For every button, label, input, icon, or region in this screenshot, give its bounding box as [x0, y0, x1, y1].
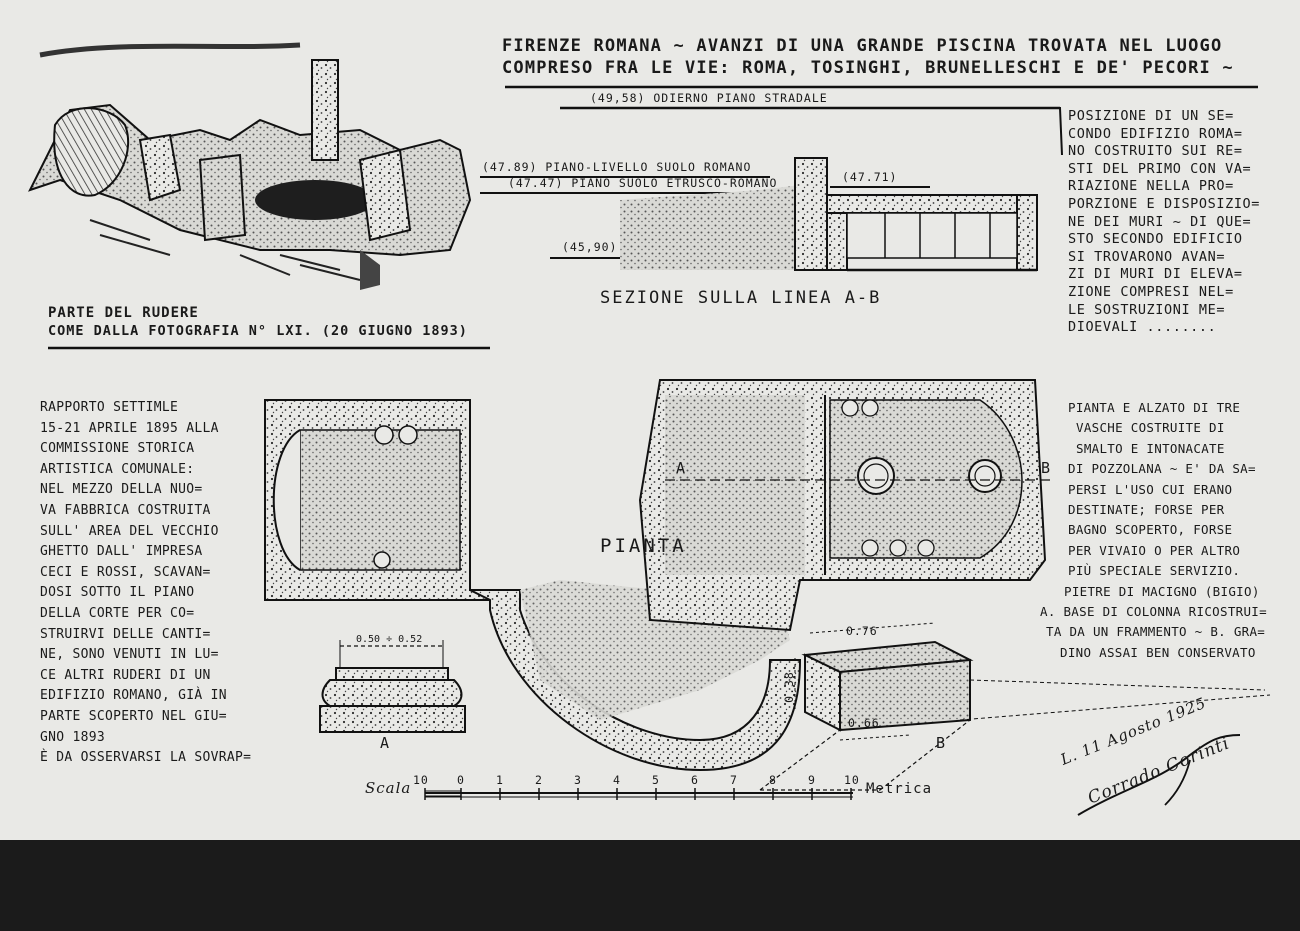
right-bottom-line: PIÙ SPECIALE SERVIZIO.: [1068, 563, 1241, 579]
left-text-line: NEL MEZZO DELLA NUO=: [40, 482, 203, 498]
scale-tick-label: 1: [496, 773, 504, 787]
left-text-line: È DA OSSERVARSI LA SOVRAP=: [40, 750, 252, 766]
right-top-line: NE DEI MURI ~ DI QUE=: [1068, 213, 1252, 230]
right-top-line: NO COSTRUITO SUI RE=: [1068, 143, 1243, 160]
right-top-line: CONDO EDIFIZIO ROMA=: [1068, 125, 1243, 142]
right-bottom-line: DI POZZOLANA ~ E' DA SA=: [1068, 461, 1256, 477]
right-bottom-line: PIANTA E ALZATO DI TRE: [1068, 400, 1241, 415]
scale-bar: [424, 788, 853, 800]
left-text-line: DOSI SOTTO IL PIANO: [40, 585, 195, 601]
left-text-line: 15-21 APRILE 1895 ALLA: [40, 420, 219, 436]
sketch-caption-line-2: COME DALLA FOTOGRAFIA N° LXI. (20 GIUGNO…: [48, 323, 468, 339]
section-drawing: [480, 106, 1063, 272]
left-text-line: GHETTO DALL' IMPRESA: [40, 544, 203, 560]
plan-marker-a: A: [676, 459, 687, 477]
right-bottom-line: TA DA UN FRAMMENTO ~ B. GRA=: [1046, 624, 1266, 640]
title-line-1: FIRENZE ROMANA ~ AVANZI DI UNA GRANDE PI…: [502, 36, 1223, 56]
scale-tick-label: 3: [574, 773, 582, 787]
left-text-line: VA FABBRICA COSTRUITA: [40, 502, 211, 518]
signature-flourish: [1077, 734, 1241, 816]
scale-tick-label: 8: [769, 773, 777, 787]
section-caption: SEZIONE SULLA LINEA A-B: [600, 288, 882, 308]
right-top-line: SI TROVARONO AVAN=: [1068, 248, 1226, 265]
street-level-label: (49,58) ODIERNO PIANO STRADALE: [590, 91, 828, 105]
left-text-line: CE ALTRI RUDERI DI UN: [40, 667, 211, 683]
drawing-sheet: FIRENZE ROMANA ~ AVANZI DI UNA GRANDE PI…: [0, 0, 1300, 840]
plan-label: PIANTA: [600, 535, 687, 557]
ruin-sketch: [28, 42, 472, 290]
right-bottom-line: PIETRE DI MACIGNO (BIGIO): [1064, 583, 1260, 599]
scale-tick-label: 9: [808, 773, 816, 787]
right-bottom-line: DESTINATE; FORSE PER: [1068, 502, 1225, 518]
left-text-line: STRUIRVI DELLE CANTI=: [40, 626, 211, 642]
left-text-line: DELLA CORTE PER CO=: [40, 605, 195, 621]
left-text: RAPPORTO SETTIMLE 15-21 APRILE 1895 ALLA…: [40, 398, 251, 769]
right-bottom-line: VASCHE COSTRUITE DI: [1076, 420, 1225, 436]
scale-right-label: Metrica: [866, 781, 933, 797]
right-bottom-line: BAGNO SCOPERTO, FORSE: [1068, 522, 1233, 538]
drawing-artwork: [28, 42, 1271, 816]
left-text-line: GNO 1893: [40, 729, 106, 745]
right-bottom-line: PER VIVAIO O PER ALTRO: [1068, 542, 1241, 558]
right-top-line: POSIZIONE DI UN SE=: [1068, 108, 1234, 124]
right-text-bottom: PIANTA E ALZATO DI TRE VASCHE COSTRUITE …: [1040, 398, 1267, 663]
column-base-dimension: 0.50 ÷ 0.52: [356, 634, 423, 645]
scale-tick-label: 6: [691, 773, 699, 787]
right-bottom-line: DINO ASSAI BEN CONSERVATO: [1060, 644, 1256, 660]
right-top-line: LE SOSTRUZIONI ME=: [1068, 301, 1226, 318]
scale-tick-label: 2: [535, 773, 543, 787]
bottom-level-label: (45,90): [562, 240, 618, 254]
right-text-top: POSIZIONE DI UN SE= CONDO EDIFIZIO ROMA=…: [1068, 108, 1260, 337]
plan-marker-b: B: [1041, 459, 1052, 477]
right-top-line: STI DEL PRIMO CON VA=: [1068, 160, 1252, 177]
right-bottom-line: SMALTO E INTONACATE: [1076, 440, 1225, 456]
left-text-line: SULL' AREA DEL VECCHIO: [40, 523, 219, 539]
step-block-label: B: [936, 734, 947, 752]
scale-tick-label: 7: [730, 773, 738, 787]
left-text-line: PARTE SCOPERTO NEL GIU=: [40, 708, 227, 724]
right-top-line: RIAZIONE NELLA PRO=: [1068, 178, 1234, 195]
right-bottom-line: A. BASE DI COLONNA RICOSTRUI=: [1040, 604, 1267, 620]
right-top-line: DIOEVALI ........: [1068, 319, 1217, 336]
scale-left-label: Scala: [365, 779, 412, 797]
plan-drawing: [264, 379, 1055, 772]
etruscan-level-label: (47.47) PIANO SUOLO ETRUSCO-ROMANO: [508, 176, 778, 190]
left-text-line: ARTISTICA COMUNALE:: [40, 461, 195, 477]
scale-tick-label: 10: [413, 773, 429, 787]
step-dim-top: 0.76: [846, 624, 878, 638]
step-dim-bottom: 0.66: [848, 716, 880, 730]
roman-level-label: (47.89) PIANO-LIVELLO SUOLO ROMANO: [482, 160, 752, 174]
step-dim-side: 0.38: [781, 671, 796, 703]
column-base-label: A: [380, 734, 391, 752]
sketch-caption-line-1: PARTE DEL RUDERE: [48, 305, 199, 321]
scale-tick-label: 4: [613, 773, 621, 787]
right-top-line: STO SECONDO EDIFICIO: [1068, 231, 1243, 248]
left-text-line: EDIFIZIO ROMANO, GIÀ IN: [40, 688, 227, 704]
right-top-line: ZIONE COMPRESI NEL=: [1068, 283, 1234, 300]
title-line-2: COMPRESO FRA LE VIE: ROMA, TOSINGHI, BRU…: [502, 58, 1234, 78]
scale-tick-label: 5: [652, 773, 660, 787]
right-top-line: ZI DI MURI DI ELEVA=: [1068, 266, 1243, 283]
right-level-label: (47.71): [842, 170, 898, 184]
scale-tick-label: 0: [457, 773, 465, 787]
right-top-line: PORZIONE E DISPOSIZIO=: [1068, 195, 1261, 212]
column-base-drawing: [319, 640, 466, 733]
left-text-line: RAPPORTO SETTIMLE: [40, 400, 179, 415]
bottom-border-strip: [0, 840, 1300, 931]
step-block-drawing: [759, 622, 1271, 791]
left-text-line: COMMISSIONE STORICA: [40, 441, 195, 457]
left-text-line: NE, SONO VENUTI IN LU=: [40, 647, 219, 663]
right-bottom-line: PERSI L'USO CUI ERANO: [1068, 481, 1233, 497]
scale-tick-label: 10: [844, 773, 860, 787]
left-text-line: CECI E ROSSI, SCAVAN=: [40, 564, 211, 580]
